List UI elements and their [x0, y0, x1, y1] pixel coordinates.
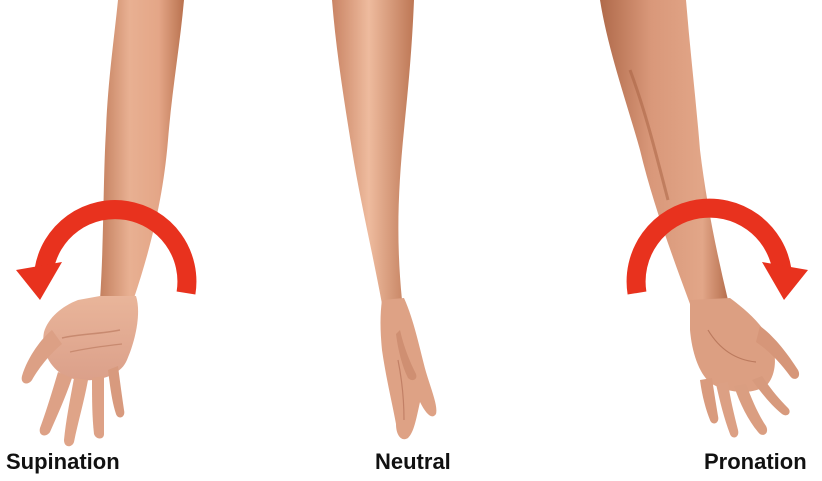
supination-forearm [100, 0, 184, 300]
pronation-forearm [600, 0, 728, 304]
neutral-forearm [332, 0, 414, 304]
neutral-arm [332, 0, 436, 439]
label-supination: Supination [6, 448, 120, 476]
pronation-arm [600, 0, 799, 437]
supination-finger [92, 376, 104, 439]
label-pronation: Pronation [704, 448, 807, 476]
label-neutral: Neutral [375, 448, 451, 476]
supination-finger [108, 366, 124, 417]
pronation-finger [752, 376, 790, 415]
